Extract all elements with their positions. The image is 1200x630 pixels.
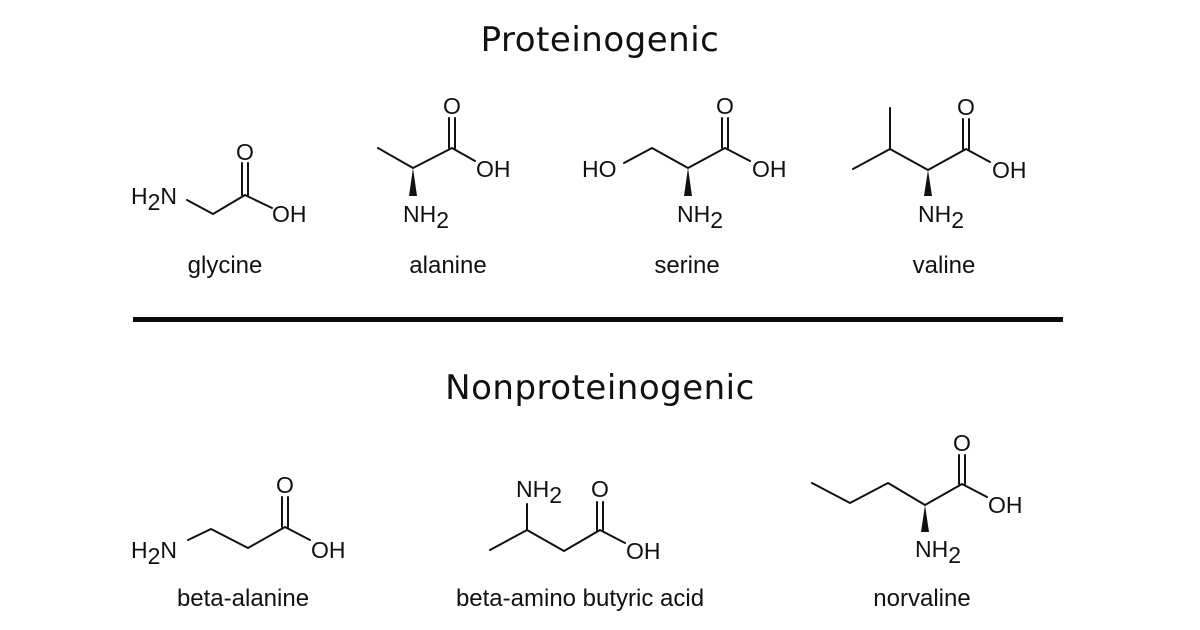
- glycine-backbone-bond: [186, 194, 273, 215]
- beta-alanine-carbonyl-o: O: [276, 472, 294, 498]
- norvaline-label: norvaline: [873, 585, 970, 612]
- molecule-serine: HO O OH NH2 serine: [582, 93, 787, 279]
- beta-alanine-hydroxyl: OH: [311, 537, 346, 563]
- valine-amine: NH: [918, 201, 951, 227]
- serine-label: serine: [654, 252, 719, 279]
- alanine-amine: NH: [403, 201, 436, 227]
- beta-amino-butyric-acid-label: beta-amino butyric acid: [456, 585, 704, 612]
- serine-stereo-wedge: [684, 168, 692, 196]
- glycine-hydroxyl: OH: [272, 201, 307, 227]
- alanine-label: alanine: [409, 252, 486, 279]
- glycine-carbonyl-o: O: [236, 139, 254, 165]
- molecule-alanine: O OH NH2 alanine: [377, 93, 511, 279]
- beta-amino-butyric-acid-backbone-bond: [489, 529, 626, 552]
- glycine-amine-n: N: [160, 183, 177, 209]
- serine-backbone-bond: [623, 147, 751, 169]
- svg-text:NH2: NH2: [915, 536, 961, 568]
- beta-alanine-amine-subscript: 2: [148, 543, 161, 569]
- molecule-valine: O OH NH2 valine: [852, 94, 1027, 279]
- proteinogenic-heading: Proteinogenic: [480, 20, 720, 60]
- valine-amine-subscript: 2: [951, 207, 964, 233]
- molecule-beta-amino-butyric-acid: NH2 O OH beta-amino butyric acid: [456, 476, 704, 612]
- svg-text:H2N: H2N: [131, 183, 177, 215]
- beta-amino-butyric-acid-amine-subscript: 2: [549, 482, 562, 508]
- beta-alanine-amine-n: N: [160, 537, 177, 563]
- nonproteinogenic-heading: Nonproteinogenic: [445, 368, 755, 408]
- valine-label: valine: [913, 252, 976, 279]
- glycine-amine-h: H: [131, 183, 148, 209]
- beta-alanine-amine-h: H: [131, 537, 148, 563]
- norvaline-hydroxyl: OH: [988, 492, 1023, 518]
- svg-text:NH2: NH2: [516, 476, 562, 508]
- svg-text:NH2: NH2: [918, 201, 964, 233]
- alanine-carbonyl-o: O: [443, 93, 461, 119]
- norvaline-stereo-wedge: [921, 505, 929, 532]
- norvaline-amine-subscript: 2: [948, 542, 961, 568]
- svg-text:NH2: NH2: [403, 201, 449, 233]
- molecule-norvaline: O OH NH2 norvaline: [811, 430, 1023, 612]
- serine-amine-subscript: 2: [710, 207, 723, 233]
- molecule-beta-alanine: H2N O OH beta-alanine: [131, 472, 346, 612]
- norvaline-amine: NH: [915, 536, 948, 562]
- serine-amine: NH: [677, 201, 710, 227]
- glycine-amine-subscript: 2: [148, 189, 161, 215]
- svg-text:H2N: H2N: [131, 537, 177, 569]
- alanine-backbone-bond: [377, 147, 476, 169]
- valine-carbonyl-o: O: [957, 94, 975, 120]
- section-divider: [133, 317, 1063, 322]
- alanine-stereo-wedge: [409, 168, 417, 196]
- alanine-hydroxyl: OH: [476, 156, 511, 182]
- norvaline-carbonyl-o: O: [953, 430, 971, 456]
- beta-amino-butyric-acid-carbonyl-o: O: [591, 476, 609, 502]
- beta-alanine-label: beta-alanine: [177, 585, 309, 612]
- serine-side-hydroxyl: HO: [582, 156, 617, 182]
- beta-amino-butyric-acid-amine: NH: [516, 476, 549, 502]
- molecule-glycine: H2N O OH glycine: [131, 139, 307, 279]
- serine-hydroxyl: OH: [752, 156, 787, 182]
- beta-alanine-backbone-bond: [187, 526, 311, 549]
- valine-hydroxyl: OH: [992, 157, 1027, 183]
- glycine-label: glycine: [188, 252, 263, 279]
- norvaline-backbone-bond: [811, 482, 988, 506]
- valine-backbone-bond: [852, 148, 991, 171]
- svg-text:NH2: NH2: [677, 201, 723, 233]
- valine-stereo-wedge: [924, 170, 932, 196]
- beta-amino-butyric-acid-hydroxyl: OH: [626, 538, 661, 564]
- alanine-amine-subscript: 2: [436, 207, 449, 233]
- serine-carbonyl-o: O: [716, 93, 734, 119]
